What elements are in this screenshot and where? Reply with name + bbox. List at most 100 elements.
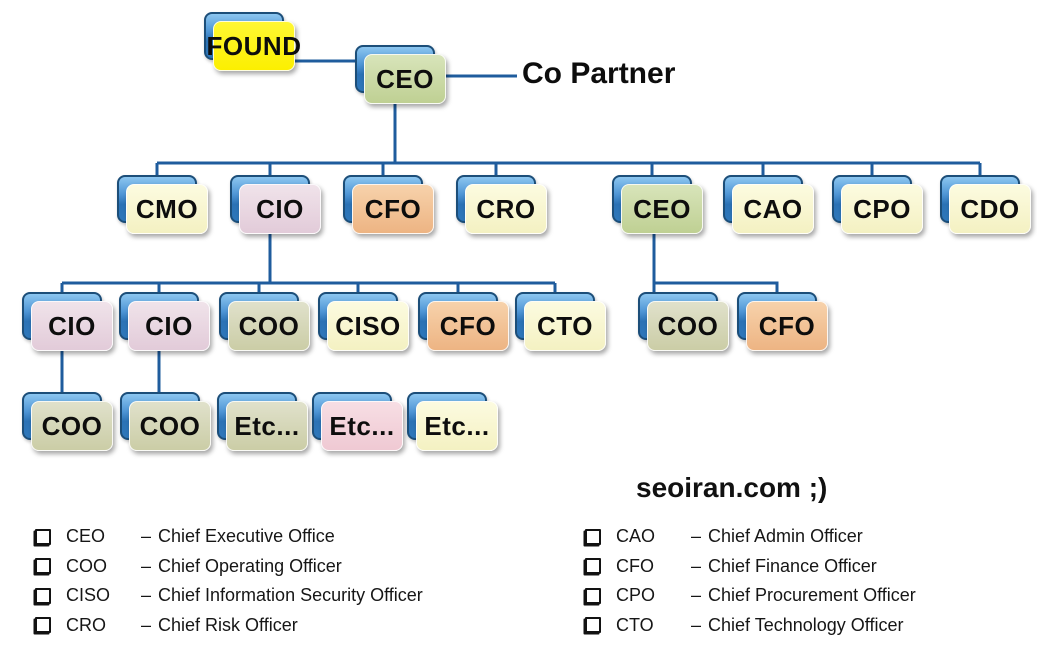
org-node-label: CDO [949,184,1031,234]
square-bullet-icon [585,617,601,634]
legend-left-column: CEO – Chief Executive Office COO – Chief… [35,522,423,640]
legend-dash: – [691,614,702,635]
org-node-label: Etc... [321,401,403,451]
legend-desc: Chief Technology Officer [708,614,904,635]
org-node-cfo-branch: CFO [737,292,828,351]
legend-abbr: CISO [66,585,111,606]
node-text: Etc... [234,410,300,441]
legend-row-cao: CAO – Chief Admin Officer [585,522,916,552]
node-text: CIO [256,193,304,224]
org-node-coo-branch: COO [638,292,729,351]
org-node-ciso: CISO [318,292,409,351]
org-node-label: CEO [364,54,446,104]
org-node-label: CIO [31,301,113,351]
legend-row-ciso: CISO – Chief Information Security Office… [35,581,423,611]
org-node-label: CRO [465,184,547,234]
legend-desc: Chief Admin Officer [708,526,863,547]
org-node-label: COO [31,401,113,451]
legend-row-cpo: CPO – Chief Procurement Officer [585,581,916,611]
co-partner-label: Co Partner [522,57,676,90]
org-node-label: Etc... [226,401,308,451]
node-text: CFO [439,310,497,341]
legend-abbr: CFO [616,555,654,576]
square-bullet-icon [585,558,601,575]
legend-abbr: COO [66,555,108,576]
org-node-etc-3: Etc... [407,392,498,451]
legend-dash: – [691,526,702,547]
org-node-cdo: CDO [940,175,1031,234]
legend-desc: Chief Executive Office [158,526,335,547]
org-node-label: CIO [239,184,321,234]
org-node-cfo: CFO [343,175,434,234]
org-node-cpo: CPO [832,175,923,234]
legend-row-cto: CTO – Chief Technology Officer [585,611,916,641]
org-node-ceo-top: CEO [355,45,446,104]
legend-dash: – [141,526,152,547]
org-node-coo: COO [219,292,310,351]
org-node-ceo-branch: CEO [612,175,703,234]
watermark-text: seoiran.com ;) [636,472,828,503]
node-text: CRO [476,193,536,224]
org-node-label: CISO [327,301,409,351]
legend-dash: – [691,585,702,606]
square-bullet-icon [35,617,51,634]
org-node-label: CAO [732,184,814,234]
node-text: CAO [743,193,803,224]
square-bullet-icon [35,587,51,604]
org-node-label: CFO [746,301,828,351]
org-node-label: CFO [352,184,434,234]
legend-desc: Chief Procurement Officer [708,585,916,606]
org-node-label: CIO [128,301,210,351]
square-bullet-icon [35,528,51,545]
org-node-cfo-2: CFO [418,292,509,351]
org-node-cto: CTO [515,292,606,351]
legend-row-ceo: CEO – Chief Executive Office [35,522,423,552]
org-node-etc-2: Etc... [312,392,403,451]
node-text: Etc... [329,410,395,441]
org-node-label: COO [129,401,211,451]
org-node-etc-1: Etc... [217,392,308,451]
org-node-label: CMO [126,184,208,234]
node-text: COO [657,310,719,341]
org-node-cao: CAO [723,175,814,234]
legend-right-column: CAO – Chief Admin Officer CFO – Chief Fi… [585,522,916,640]
square-bullet-icon [35,558,51,575]
org-node-cio-3: CIO [119,292,210,351]
org-node-label: COO [647,301,729,351]
org-node-cmo: CMO [117,175,208,234]
node-text: COO [238,310,300,341]
node-text: CIO [48,310,96,341]
node-text: CMO [135,193,199,224]
node-text: Etc... [424,410,490,441]
org-node-label: CTO [524,301,606,351]
org-node-found: FOUND [204,12,301,71]
node-text: FOUND [206,30,302,61]
legend-dash: – [141,555,152,576]
node-text: CIO [145,310,193,341]
legend-abbr: CPO [616,585,656,606]
legend-desc: Chief Risk Officer [158,614,298,635]
org-node-label: CFO [427,301,509,351]
legend-abbr: CTO [616,614,654,635]
legend-row-cro: CRO – Chief Risk Officer [35,611,423,641]
legend-abbr: CAO [616,526,656,547]
org-node-coo-3: COO [120,392,211,451]
node-text: CFO [758,310,816,341]
org-node-cio: CIO [230,175,321,234]
square-bullet-icon [585,528,601,545]
node-text: CISO [335,310,401,341]
org-node-coo-2: COO [22,392,113,451]
org-node-label: Etc... [416,401,498,451]
org-node-cro: CRO [456,175,547,234]
org-node-label: FOUND [207,21,301,71]
legend-row-cfo: CFO – Chief Finance Officer [585,552,916,582]
legend-abbr: CRO [66,614,106,635]
node-text: CTO [537,310,593,341]
node-text: CFO [364,193,422,224]
org-node-label: CEO [621,184,703,234]
org-node-label: COO [228,301,310,351]
node-text: CEO [376,63,434,94]
legend-abbr: CEO [66,526,106,547]
